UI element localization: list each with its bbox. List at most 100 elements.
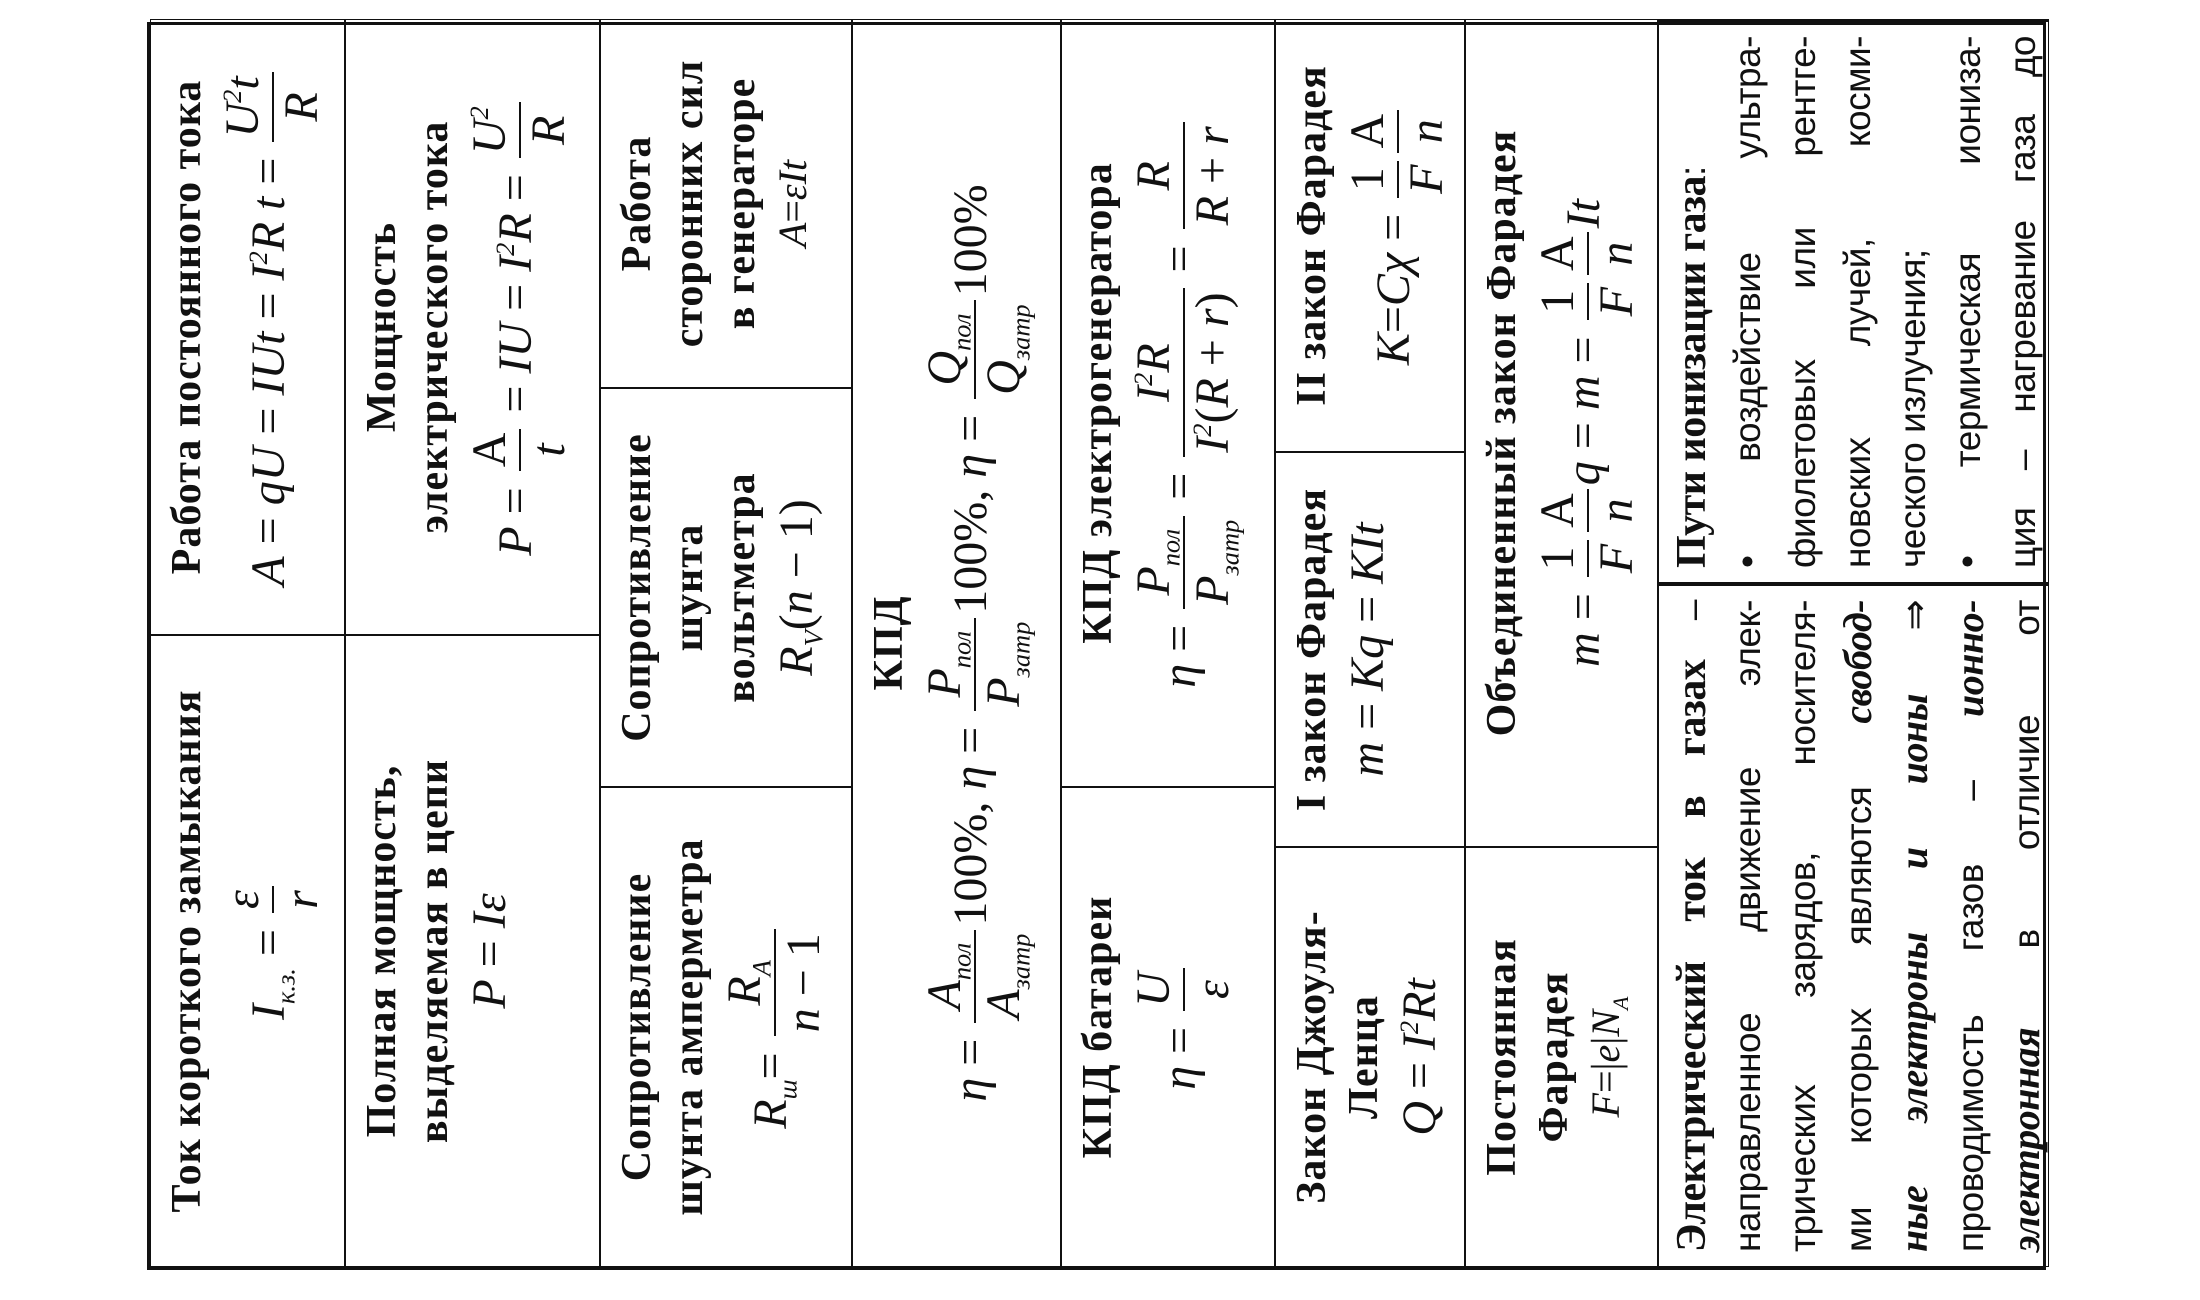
math-subscript: ш [772,1079,803,1100]
math-symbol: I [241,264,295,281]
math-symbol: Kq [1341,634,1394,691]
math-symbol: A [976,989,1030,1019]
math-operator: A [463,432,516,468]
math-subscript: к.з. [270,968,301,1004]
fraction-numerator: U2 [463,102,521,159]
fraction-denominator: r [274,886,329,913]
math-symbol: ε [216,890,269,910]
math-symbol: m [1556,375,1610,411]
math-symbol: R [488,213,542,243]
text-line: фиолетовых или рентге- [1775,36,1830,568]
math-symbol: m [1556,632,1610,667]
math-symbol: IUt [241,331,295,396]
text: • термическая иониза- [1947,36,1988,568]
math-operator: = [1556,324,1610,376]
text: • воздействие ультра- [1727,36,1768,568]
term-emphasis: ные электроны и ионы [1891,694,1936,1252]
math-operator: − 1) [770,499,823,591]
math-symbol: P [976,677,1030,707]
text-line: новских лучей, косми- [1830,36,1885,568]
text-line: ция – нагревание газа до [1995,36,2050,568]
math-symbol: R [1185,196,1239,226]
cell-title: Работа сторонних сил в генераторе [614,59,764,348]
math-symbol: R t [241,196,295,252]
fraction-numerator: Pпол [1127,515,1186,609]
math-operator: A [1531,236,1584,272]
math-operator: 1 [1341,167,1394,192]
math-operator: = [241,145,295,197]
math-symbol: U [216,102,269,138]
cell-title: Работа постоянного тока [164,79,210,575]
formula: P = Iε [463,893,517,1008]
math-symbol: η [943,765,997,790]
cell-title: II закон Фарадея [1289,65,1335,406]
bullet-line: • термическая иониза- [1940,36,1995,568]
term-bold: Электрический ток в газах [1669,659,1715,1252]
fraction-numerator: ε [216,886,274,914]
math-symbol: η [943,1077,997,1102]
text-line: ческого излучения; [1885,36,1940,568]
math-subscript: пол [946,313,977,351]
cell-title: Постоянная Фарадея [1479,938,1577,1176]
fraction-denominator: Pзатр [1185,516,1245,609]
math-symbol: P [1127,566,1180,596]
fraction-numerator: Aпол [918,929,977,1023]
math-symbol: Iε [463,893,516,929]
math-subscript: затр [1214,519,1245,576]
math-symbol: n [1589,241,1643,266]
math-symbol: Q [976,360,1030,395]
math-symbol: KIt [1341,522,1394,584]
fraction-denominator: F [1589,540,1644,577]
math-symbol: P [918,668,971,698]
cell-title: Закон Джоуля- Ленца [1289,910,1387,1204]
fraction-numerator: A [1341,109,1399,153]
math-operator: = [1152,460,1206,512]
cell-full-power: Полная мощность, выделяемая в цепи P = I… [345,635,600,1267]
text-line: ные электроны и ионы ⇒ [1886,600,1942,1252]
math-symbol: P [1185,575,1239,605]
math-operator: = [1556,410,1610,462]
math-symbol: K [1366,333,1420,366]
math-operator: =| [1583,1062,1628,1094]
text: новских лучей, косми- [1837,36,1878,568]
math-symbol: R [1127,343,1180,373]
cell-joule-lenz: Закон Джоуля- Ленца Q = I2Rt [1275,847,1465,1267]
cell-title: КПД батареи [1075,895,1121,1159]
math-symbol: U [463,119,516,155]
math-symbol: η [1152,663,1206,688]
math-superscript: 2 [217,89,247,103]
math-operator: = [241,505,295,557]
math-operator: = [241,395,295,447]
text-line: трических зарядов, носителя- [1775,600,1830,1252]
math-symbol: Q [918,350,971,386]
math-symbol: r [1185,126,1239,145]
cell-title: Объединенный закон Фарадея [1479,129,1525,737]
text-line: проводимость газов – ионно- [1942,600,1998,1252]
cell-title: Ток короткого замыкания [164,689,210,1213]
math-operator: = [770,200,815,223]
math-operator: A [1341,113,1394,149]
math-symbol: Rt [1393,978,1446,1021]
text: : [1672,166,1713,176]
math-subscript: пол [1155,529,1186,567]
text: ми которых являются [1838,723,1879,1252]
text: направленное движение элек- [1727,600,1768,1252]
text: – [1672,600,1713,660]
